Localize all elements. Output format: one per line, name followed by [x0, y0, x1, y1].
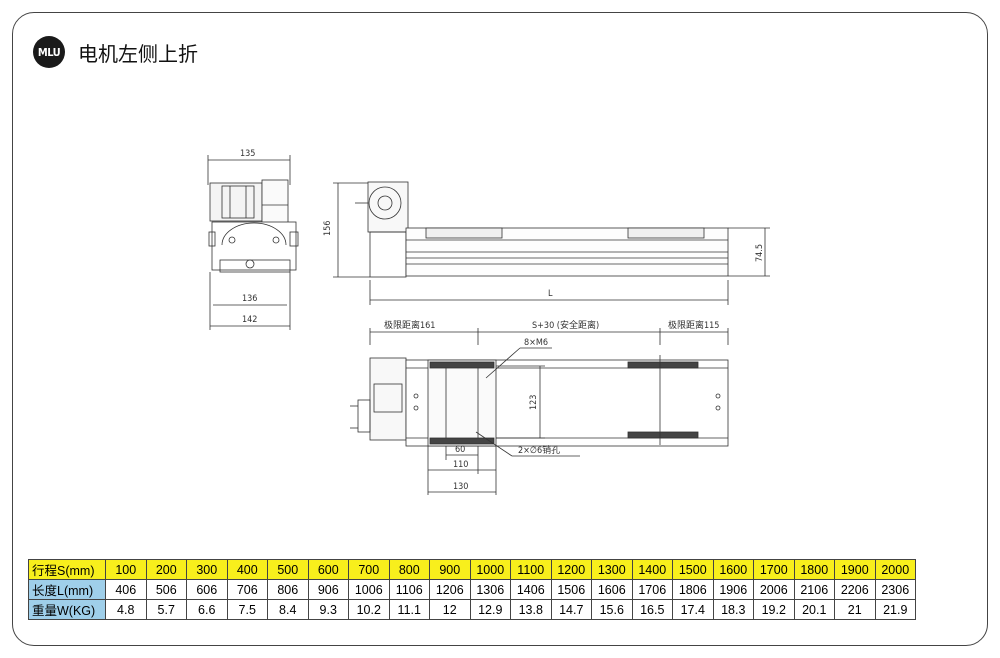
weight-cell: 14.7	[550, 599, 592, 620]
length-cell: 2306	[874, 579, 916, 600]
weight-cell: 16.5	[631, 599, 673, 620]
weight-cell: 11.1	[388, 599, 430, 620]
stroke-cell: 400	[226, 559, 268, 580]
weight-cell: 6.6	[186, 599, 228, 620]
dim-123: 123	[529, 395, 539, 410]
stroke-cell: 1900	[834, 559, 876, 580]
length-cell: 1106	[388, 579, 430, 600]
page-frame	[12, 12, 988, 646]
weight-cell: 5.7	[145, 599, 187, 620]
dimension-labels: 135 136 142 156 74.5 L 极限距离161 S+30 (安全距…	[240, 149, 765, 492]
weight-cell: 13.8	[510, 599, 552, 620]
dim-135: 135	[240, 149, 255, 159]
length-cell: 1206	[429, 579, 471, 600]
weight-cell: 18.3	[712, 599, 754, 620]
dim-safety: S+30 (安全距离)	[532, 319, 599, 331]
weight-cell: 10.2	[348, 599, 390, 620]
weight-cell: 9.3	[307, 599, 349, 620]
length-cell: 1506	[550, 579, 592, 600]
series-badge: MLU	[33, 36, 65, 68]
dim-142: 142	[242, 315, 257, 325]
stroke-cell: 1200	[550, 559, 592, 580]
stroke-cell: 200	[145, 559, 187, 580]
stroke-cell: 300	[186, 559, 228, 580]
length-cell: 2206	[834, 579, 876, 600]
length-cell: 1706	[631, 579, 673, 600]
stroke-cell: 1800	[793, 559, 835, 580]
stroke-cell: 600	[307, 559, 349, 580]
weight-cell: 21.9	[874, 599, 916, 620]
dim-length-l: L	[548, 289, 553, 299]
length-cell: 906	[307, 579, 349, 600]
stroke-cell: 500	[267, 559, 309, 580]
weight-cell: 15.6	[591, 599, 633, 620]
weight-cell: 12	[429, 599, 471, 620]
length-cell: 806	[267, 579, 309, 600]
weight-cell: 8.4	[267, 599, 309, 620]
stroke-cell: 1100	[510, 559, 552, 580]
length-cell: 1806	[672, 579, 714, 600]
dim-110: 110	[453, 460, 468, 470]
length-cell: 1606	[591, 579, 633, 600]
dim-74-5: 74.5	[755, 244, 765, 262]
weight-cell: 12.9	[469, 599, 511, 620]
dim-limit-right: 极限距离115	[668, 319, 719, 331]
weight-label: 重量W(KG)	[28, 599, 106, 620]
stroke-cell: 1700	[753, 559, 795, 580]
length-cell: 606	[186, 579, 228, 600]
stroke-cell: 1500	[672, 559, 714, 580]
dim-limit-left: 极限距离161	[384, 319, 435, 331]
weight-cell: 21	[834, 599, 876, 620]
stroke-cell: 100	[105, 559, 147, 580]
callout-holes: 8×M6	[524, 338, 548, 348]
weight-cell: 17.4	[672, 599, 714, 620]
stroke-cell: 1000	[469, 559, 511, 580]
stroke-label: 行程S(mm)	[28, 559, 106, 580]
dim-60: 60	[455, 445, 465, 455]
weight-cell: 4.8	[105, 599, 147, 620]
page-title: 电机左侧上折	[78, 42, 198, 66]
weight-cell: 19.2	[753, 599, 795, 620]
stroke-cell: 1600	[712, 559, 754, 580]
top-view	[350, 328, 729, 495]
dim-136: 136	[242, 294, 257, 304]
length-cell: 2106	[793, 579, 835, 600]
stroke-cell: 900	[429, 559, 471, 580]
callout-pins: 2×∅6销孔	[518, 444, 560, 456]
length-cell: 706	[226, 579, 268, 600]
weight-cell: 20.1	[793, 599, 835, 620]
length-label: 长度L(mm)	[28, 579, 106, 600]
length-cell: 406	[105, 579, 147, 600]
length-cell: 2006	[753, 579, 795, 600]
length-cell: 1306	[469, 579, 511, 600]
length-cell: 1006	[348, 579, 390, 600]
front-view	[333, 181, 770, 305]
stroke-cell: 1400	[631, 559, 673, 580]
side-view	[207, 155, 299, 330]
weight-cell: 7.5	[226, 599, 268, 620]
stroke-cell: 2000	[874, 559, 916, 580]
stroke-cell: 800	[388, 559, 430, 580]
stroke-cell: 1300	[591, 559, 633, 580]
dim-156: 156	[323, 221, 333, 236]
length-cell: 506	[145, 579, 187, 600]
dim-130: 130	[453, 482, 468, 492]
length-cell: 1906	[712, 579, 754, 600]
stroke-cell: 700	[348, 559, 390, 580]
length-cell: 1406	[510, 579, 552, 600]
